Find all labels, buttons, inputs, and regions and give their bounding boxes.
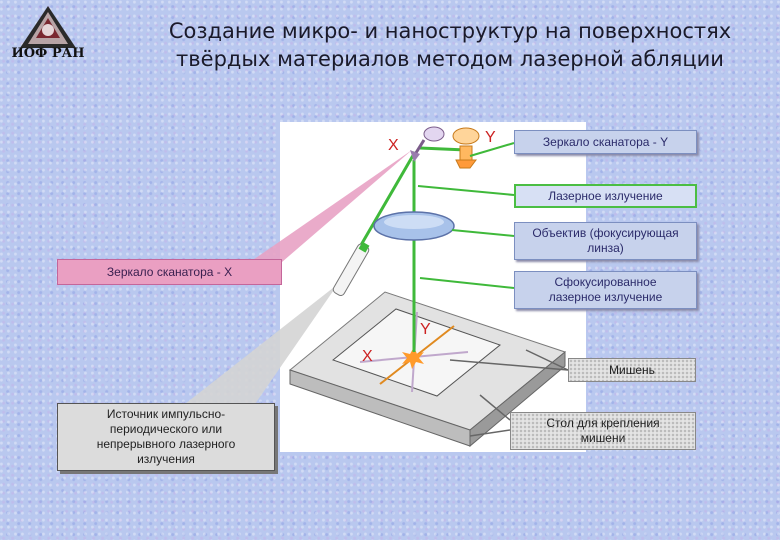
label-laser-source: Источник импульсно-периодического или не… [57,403,275,471]
label-stage: Стол для крепления мишени [510,412,696,450]
label-target: Мишень [568,358,696,382]
axis-y-target: Y [420,321,431,338]
label-focused-beam: Сфокусированное лазерное излучение [514,271,697,309]
target-plate [331,308,502,397]
laser-source [332,241,370,297]
stage-side [469,350,566,448]
label-laser-beam: Лазерное излучение [514,184,697,208]
mirror-x-scanner [410,126,445,162]
iof-ran-logo [20,6,76,48]
title-line-1: Создание микро- и наноструктур на поверх… [168,19,732,43]
logo-text: ИОФ РАН [11,46,85,61]
label-mirror-x: Зеркало сканатора - X [57,259,282,285]
label-objective: Объектив (фокусирующая линза) [514,222,697,260]
label-mirror-y: Зеркало сканатора - Y [514,130,697,154]
target-spot [402,347,424,369]
mirror-y-scanner [452,127,480,169]
page-title: Создание микро- и наноструктур на поверх… [150,17,750,73]
title-line-2: твёрдых материалов методом лазерной абля… [176,47,724,71]
mirror-x-pointer [250,150,412,262]
axis-y-top: Y [485,129,496,146]
beam-mirror-x-to-y [419,146,467,152]
axis-x-target: X [362,348,373,365]
source-pointer [185,284,338,404]
axis-x-top: X [388,137,399,154]
